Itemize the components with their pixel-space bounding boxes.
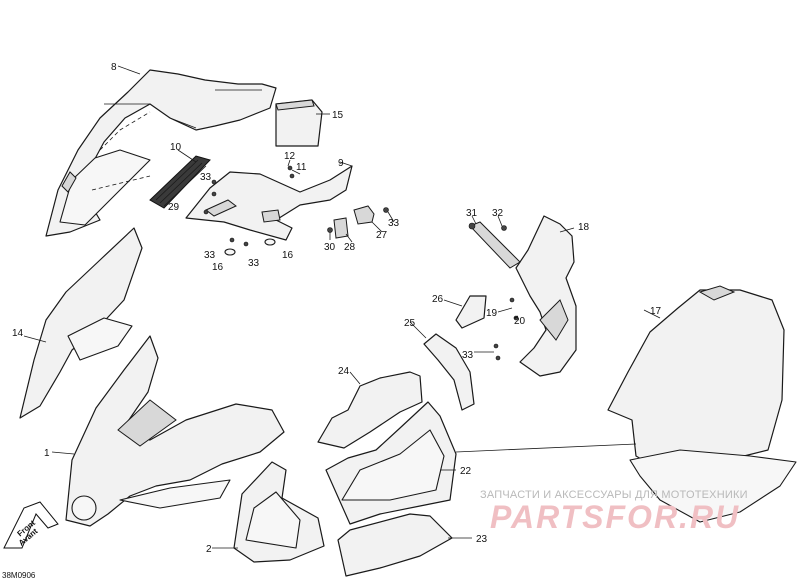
- callout-26: 26: [432, 294, 444, 305]
- callout-16-b: 16: [282, 250, 294, 261]
- callout-31: 31: [466, 208, 478, 219]
- callout-33-c: 33: [204, 250, 216, 261]
- front-direction-arrow: Front Avant: [3, 501, 59, 549]
- callout-19: 19: [486, 308, 498, 319]
- callout-22: 22: [460, 466, 472, 477]
- part-31-strap: [468, 221, 521, 269]
- callout-33-a: 33: [200, 172, 212, 183]
- callout-33-b: 29: [168, 202, 180, 213]
- part-8-upper-fairing: [45, 69, 277, 237]
- watermark-logo: PARTSFOR.RU: [490, 499, 740, 535]
- callout-28: 28: [344, 242, 356, 253]
- callout-23: 23: [476, 534, 488, 545]
- callout-25: 25: [404, 318, 416, 329]
- part-1-main-fairing: [65, 335, 285, 527]
- part-2-lower-panel: [233, 461, 325, 563]
- screws-33-upper: [203, 165, 295, 256]
- callout-24: 24: [338, 366, 350, 377]
- part-25-strip: [423, 333, 475, 411]
- part-14-side-panel: [19, 227, 143, 419]
- figure-code: 38M0906: [2, 571, 36, 580]
- part-10-grille: [149, 155, 211, 209]
- callout-leaders: [23, 65, 661, 549]
- watermark-tagline: ЗАПЧАСТИ И АКСЕССУАРЫ ДЛЯ МОТОТЕХНИКИ: [480, 489, 748, 501]
- callout-10: 10: [170, 142, 182, 153]
- callout-8: 8: [111, 62, 117, 73]
- part-23-belly-pan: [337, 513, 453, 577]
- screws-33-lower: [493, 297, 519, 361]
- callout-15: 15: [332, 110, 344, 121]
- callout-20: 20: [514, 316, 526, 327]
- hardware-27-30: [327, 205, 389, 239]
- part-18-bracket: [515, 215, 577, 377]
- callout-11: 11: [296, 162, 307, 173]
- callout-33-d: 33: [248, 258, 260, 269]
- callout-18: 18: [578, 222, 590, 233]
- callout-14: 14: [12, 328, 24, 339]
- callout-17: 17: [650, 306, 662, 317]
- callout-33-e: 33: [462, 350, 474, 361]
- assembly-arrow: [455, 443, 637, 453]
- part-15-deflector: [275, 99, 323, 147]
- callout-1: 1: [44, 448, 50, 459]
- callout-16-a: 16: [212, 262, 224, 273]
- callout-9: 9: [338, 158, 344, 169]
- part-17-right-fairing: [607, 285, 797, 523]
- callout-labels: 8 15 10 12 11 9 33 33 29 33 33 16 16 30 …: [12, 62, 662, 555]
- part-26-wedge: [455, 295, 487, 329]
- callout-30: 30: [324, 242, 336, 253]
- callout-29: 33: [388, 218, 400, 229]
- callout-27: 27: [376, 230, 388, 241]
- callout-2: 2: [206, 544, 212, 555]
- part-22-lower-panel: [325, 401, 457, 525]
- part-9-inner-panel: [185, 165, 353, 241]
- watermark: ЗАПЧАСТИ И АКСЕССУАРЫ ДЛЯ МОТОТЕХНИКИ PA…: [480, 489, 748, 535]
- part-24-middle-piece: [317, 371, 423, 449]
- callout-32: 32: [492, 208, 504, 219]
- callout-12: 12: [284, 151, 296, 162]
